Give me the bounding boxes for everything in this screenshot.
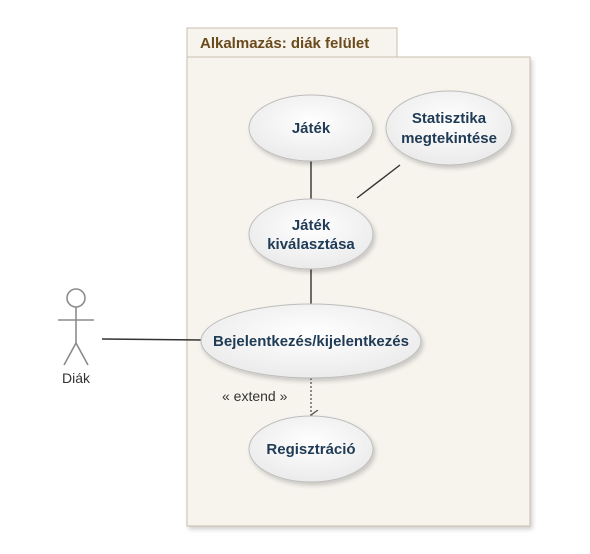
actor-label: Diák (62, 370, 91, 386)
usecase-jatek[interactable]: Játék (248, 94, 374, 162)
usecase-kivalasztas-label-line2: kiválasztása (267, 236, 355, 253)
usecase-statisztika[interactable]: Statisztika megtekintése (385, 90, 513, 166)
usecase-regisztracio[interactable]: Regisztráció (248, 415, 374, 483)
extend-label: « extend » (222, 388, 288, 404)
usecase-bejelentkezes[interactable]: Bejelentkezés/kijelentkezés (200, 303, 422, 379)
usecase-regisztracio-label: Regisztráció (266, 441, 355, 458)
association-statisztika-kivalasztas (356, 164, 401, 199)
package-title: Alkalmazás: diák felület (200, 35, 369, 52)
associations: « extend » (101, 160, 401, 415)
usecase-kivalasztas-label-line1: Játék (292, 217, 331, 234)
actor-diak[interactable]: Diák (58, 288, 94, 386)
usecase-kivalasztas[interactable]: Játék kiválasztása (248, 198, 374, 270)
usecase-jatek-label: Játék (292, 120, 331, 137)
stick-figure-icon (58, 288, 94, 366)
usecase-bejelentkezes-label: Bejelentkezés/kijelentkezés (213, 333, 409, 350)
package-tab (186, 27, 398, 58)
usecase-statisztika-label-line2: megtekintése (401, 130, 497, 147)
usecase-statisztika-label-line1: Statisztika (412, 110, 487, 127)
association-actor-bejelentkezes (101, 338, 203, 341)
